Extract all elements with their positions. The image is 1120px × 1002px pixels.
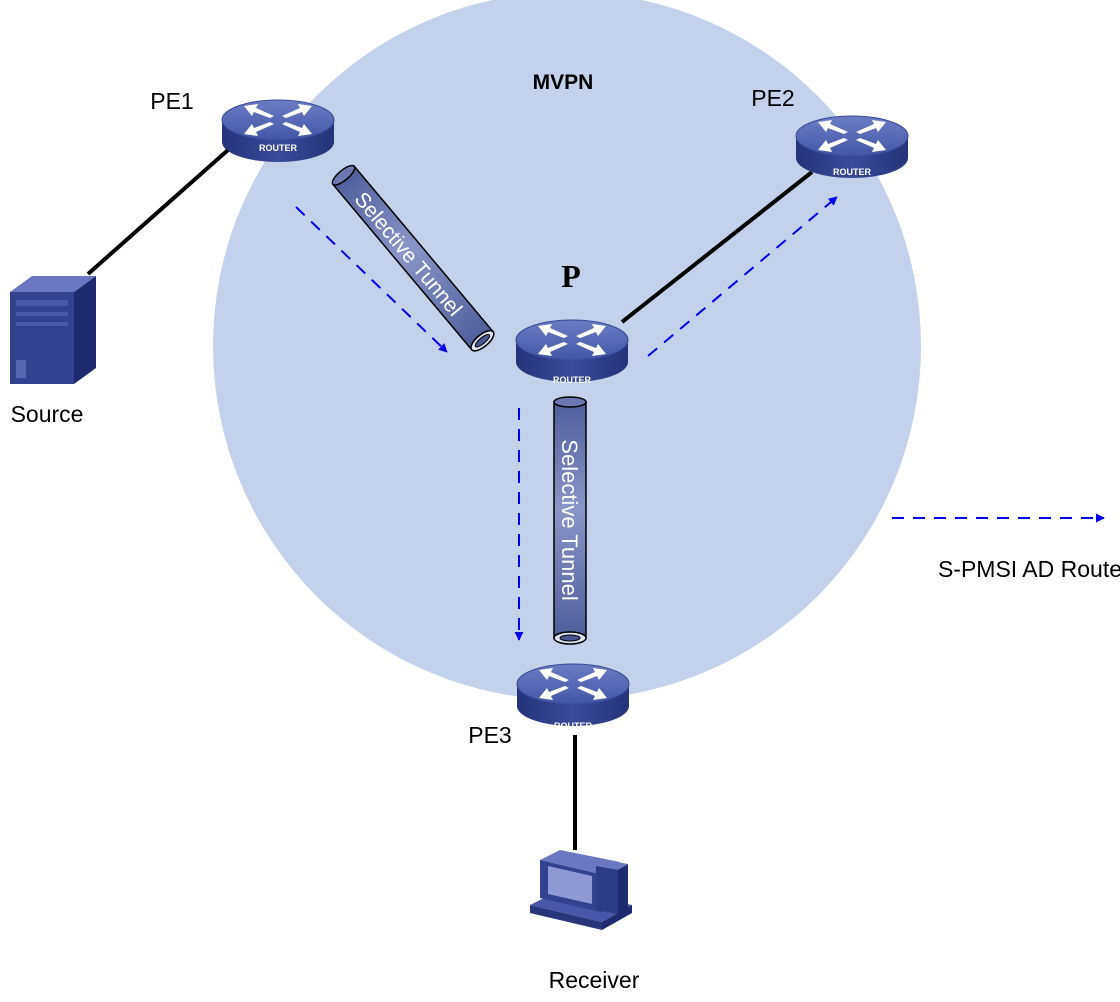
route-arrow-pe1-to-p — [295, 206, 448, 353]
label-source: Source — [11, 401, 84, 427]
tunnel-lower-label: Selective Tunnel — [557, 439, 582, 600]
legend: S-PMSI AD Route — [892, 513, 1120, 582]
link-source-pe1 — [86, 148, 230, 276]
label-pe3: PE3 — [468, 722, 511, 748]
label-pe1: PE1 — [150, 88, 193, 114]
router-icon — [515, 319, 629, 383]
link-p-pe2 — [620, 170, 814, 324]
desktop-computer-icon — [530, 850, 632, 930]
router-icon — [516, 663, 630, 727]
selective-tunnel-lower: Selective Tunnel — [553, 396, 587, 645]
label-receiver: Receiver — [549, 967, 640, 993]
router-pe2: ROUTER — [795, 115, 909, 179]
label-p: P — [561, 258, 581, 294]
router-p: ROUTER — [515, 319, 629, 385]
source-server: Source — [10, 276, 96, 427]
router-pe3: ROUTER — [516, 663, 630, 731]
router-p-device-text: ROUTER — [553, 375, 592, 385]
router-pe3-device-text: ROUTER — [554, 721, 593, 731]
server-icon — [10, 276, 96, 384]
mvpn-label: MVPN — [533, 71, 594, 94]
router-pe1-device-text: ROUTER — [259, 143, 298, 153]
legend-route-label: S-PMSI AD Route — [938, 556, 1120, 582]
label-pe2: PE2 — [751, 85, 794, 111]
router-pe1: ROUTER — [221, 99, 335, 163]
router-pe2-device-text: ROUTER — [833, 167, 872, 177]
receiver-desktop: Receiver — [530, 850, 640, 993]
